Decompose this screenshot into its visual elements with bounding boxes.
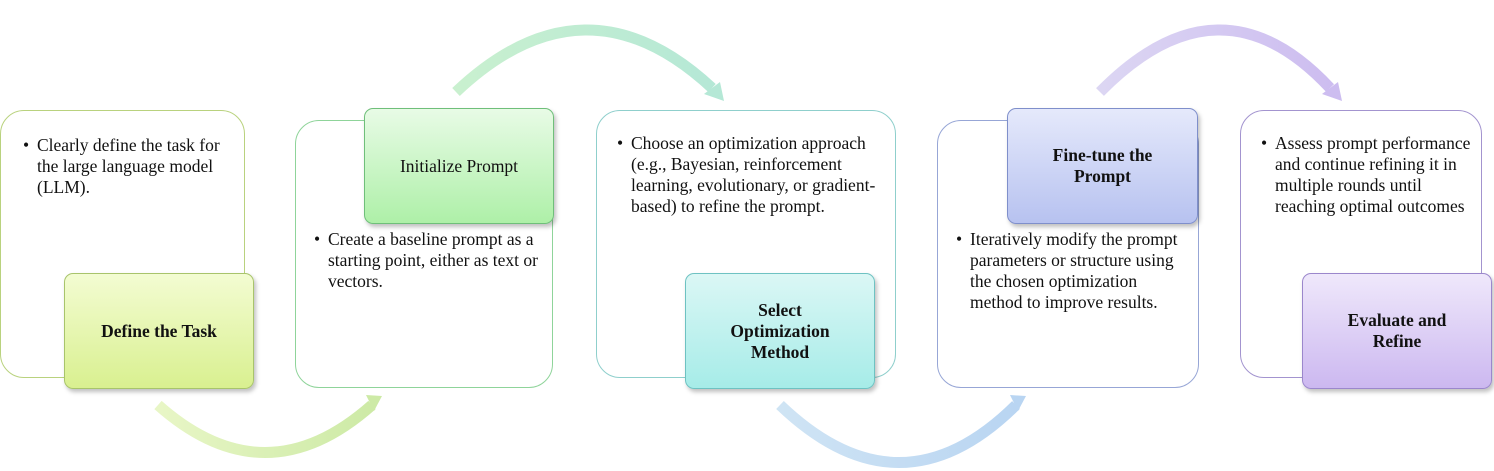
step-5-title: Evaluate and Refine [1302,273,1492,389]
step-2-description: Create a baseline prompt as a starting p… [314,229,542,292]
step-1-description: Clearly define the task for the large la… [23,135,233,198]
step-2-title: Initialize Prompt [364,108,554,224]
step-3-title: Select Optimization Method [685,273,875,389]
arrow-step4-to-step5 [1096,24,1342,101]
step-5-description: Assess prompt performance and continue r… [1261,133,1471,217]
step-4-title: Fine-tune the Prompt [1007,108,1198,224]
arrow-step3-to-step4 [776,395,1026,468]
step-4-description: Iteratively modify the prompt parameters… [956,229,1188,313]
arrow-step2-to-step3 [452,24,724,101]
step-3-description: Choose an optimization approach (e.g., B… [617,133,877,217]
arrow-step1-to-step2 [154,395,382,458]
step-1-title: Define the Task [64,273,254,389]
